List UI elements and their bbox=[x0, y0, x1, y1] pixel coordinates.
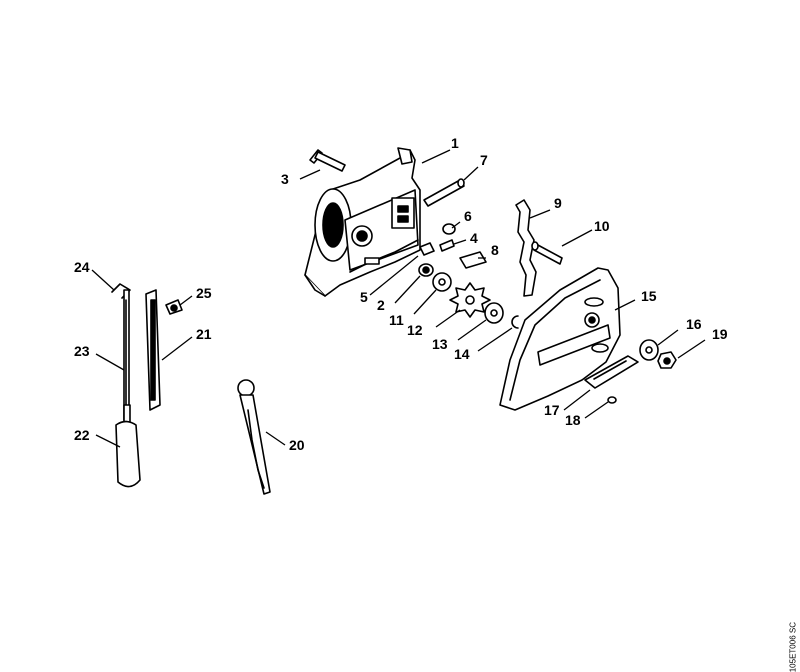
part-8-block bbox=[459, 251, 487, 269]
callout-12: 12 bbox=[407, 322, 423, 338]
callout-25: 25 bbox=[196, 285, 212, 301]
callout-17: 17 bbox=[544, 402, 560, 418]
part-7-pin bbox=[423, 178, 465, 207]
part-6-cap bbox=[442, 223, 456, 235]
part-14-e-clip bbox=[511, 315, 519, 329]
callout-8: 8 bbox=[491, 242, 499, 258]
part-18-pin bbox=[607, 396, 617, 404]
callout-11: 11 bbox=[389, 312, 404, 328]
part-25-gauge-screw bbox=[165, 299, 183, 315]
callout-5: 5 bbox=[360, 289, 368, 305]
part-16-washer bbox=[639, 339, 659, 361]
part-3-bolt bbox=[309, 149, 346, 172]
callout-14: 14 bbox=[454, 346, 470, 362]
callout-24: 24 bbox=[74, 259, 90, 275]
part-4-screw bbox=[439, 239, 455, 252]
callout-13: 13 bbox=[432, 336, 448, 352]
part-17-logo-plate bbox=[584, 355, 639, 389]
callout-7: 7 bbox=[480, 152, 488, 168]
part-13-washer bbox=[484, 302, 504, 324]
part-20-scrench bbox=[237, 379, 271, 495]
callout-4: 4 bbox=[470, 230, 478, 246]
part-12-sprocket bbox=[449, 282, 491, 318]
part-1-housing bbox=[304, 147, 421, 297]
callout-16: 16 bbox=[686, 316, 702, 332]
callout-15: 15 bbox=[641, 288, 657, 304]
part-5-plug bbox=[419, 242, 435, 256]
callout-10: 10 bbox=[594, 218, 610, 234]
callout-9: 9 bbox=[554, 195, 562, 211]
part-21-filing-gauge bbox=[145, 289, 161, 411]
leader-lines bbox=[91, 149, 706, 448]
exploded-parts-diagram bbox=[91, 147, 706, 495]
callout-3: 3 bbox=[281, 171, 289, 187]
callout-21: 21 bbox=[196, 326, 212, 342]
callout-22: 22 bbox=[74, 427, 90, 443]
callout-18: 18 bbox=[565, 412, 581, 428]
callout-20: 20 bbox=[289, 437, 305, 453]
callout-19: 19 bbox=[712, 326, 728, 342]
part-10-screw bbox=[531, 241, 563, 265]
part-19-nut bbox=[657, 351, 677, 369]
part-2-bushing bbox=[418, 263, 434, 277]
part-15-chain-cover bbox=[499, 267, 621, 411]
part-9-bar-plate bbox=[515, 199, 537, 297]
callout-6: 6 bbox=[464, 208, 472, 224]
part-22-file-handle bbox=[115, 404, 141, 488]
part-23-round-file bbox=[123, 289, 130, 421]
part-11-washer bbox=[432, 272, 452, 292]
callout-23: 23 bbox=[74, 343, 90, 359]
callout-1: 1 bbox=[451, 135, 459, 151]
callout-2: 2 bbox=[377, 297, 385, 313]
